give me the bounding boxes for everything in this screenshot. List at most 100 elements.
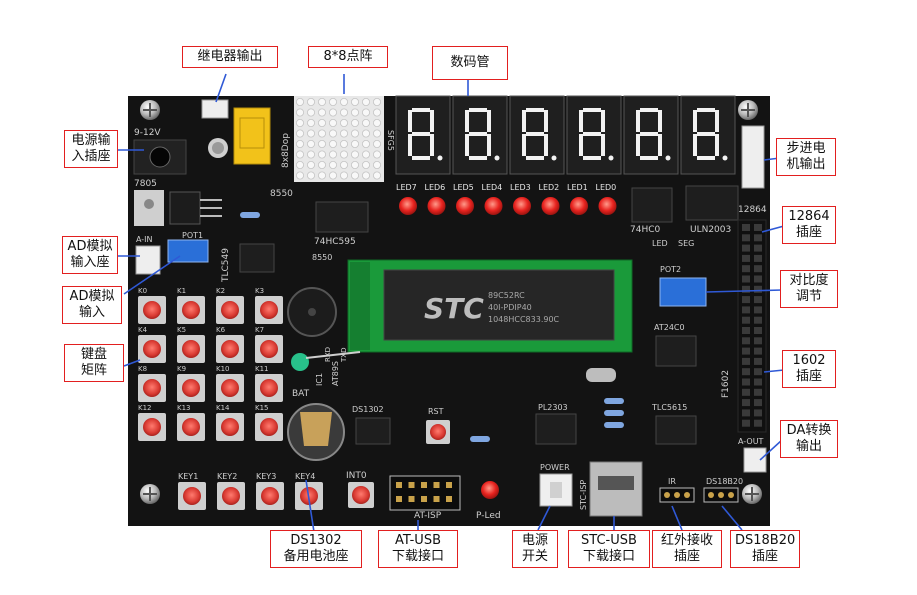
- capacitor-top: [208, 138, 228, 158]
- chip-tlc549: [239, 243, 275, 273]
- dot-matrix-dot: [317, 171, 326, 180]
- dot-matrix-dot: [306, 139, 315, 148]
- dot-matrix-dot: [361, 160, 370, 169]
- regulator-7805: [134, 190, 222, 226]
- dot-matrix-dot: [339, 160, 348, 169]
- silk-pot1: POT1: [182, 231, 203, 240]
- at-isp-header: [389, 475, 461, 511]
- dot-matrix-dot: [372, 160, 381, 169]
- led: [456, 197, 474, 215]
- silk-ir: IR: [668, 477, 676, 486]
- dot-matrix-dot: [328, 119, 337, 128]
- dot-matrix-dot: [350, 129, 359, 138]
- silk-pot2: POT2: [660, 265, 681, 274]
- power-jack: [133, 139, 187, 175]
- dot-matrix-dot: [317, 108, 326, 117]
- silk-8550: 8550: [270, 189, 293, 199]
- keypad-key-label: K6: [216, 326, 226, 334]
- mcu-brand: STC: [424, 292, 484, 325]
- function-key-label: KEY2: [217, 472, 237, 481]
- keypad-key: K8: [138, 365, 166, 402]
- led: [513, 197, 531, 215]
- silk-ds1302: DS1302: [352, 405, 384, 414]
- dot-matrix-dot: [306, 129, 315, 138]
- chip-at24c0: [655, 335, 697, 367]
- led-label: LED7: [396, 183, 417, 192]
- keypad-key-label: K14: [216, 404, 230, 412]
- silk-aout: A-OUT: [738, 437, 764, 446]
- function-key-label: KEY3: [256, 472, 276, 481]
- dot-matrix-dot: [306, 150, 315, 159]
- callout-power-in: 电源输 入插座: [64, 130, 118, 168]
- dot-matrix-dot: [339, 108, 348, 117]
- keypad-key-label: K4: [138, 326, 148, 334]
- keypad-key-label: K13: [177, 404, 191, 412]
- callout-12864: 12864 插座: [782, 206, 836, 244]
- chip-tlc5615: [655, 415, 697, 445]
- dot-matrix-dot: [295, 171, 304, 180]
- dot-matrix-dot: [372, 119, 381, 128]
- keypad-key-label: K11: [255, 365, 269, 373]
- silk-7805: 7805: [134, 179, 157, 189]
- mcu-chip: [383, 269, 615, 341]
- keypad-key: K9: [177, 365, 205, 402]
- silk-bat: BAT: [292, 389, 310, 399]
- dot-matrix-dot: [306, 160, 315, 169]
- seven-seg-digit: [395, 95, 451, 175]
- silk-rxd: RXD: [324, 347, 332, 362]
- dot-matrix-dot: [317, 139, 326, 148]
- keypad-key-label: K0: [138, 287, 147, 295]
- led-label: LED2: [539, 183, 560, 192]
- dot-matrix-body: [294, 96, 384, 182]
- silk-rst: RST: [428, 407, 444, 416]
- dot-matrix-dot: [328, 160, 337, 169]
- ain-connector: [135, 245, 161, 275]
- ds18b20-socket: [703, 487, 739, 503]
- callout-contrast: 对比度 调节: [780, 270, 838, 308]
- pot1-trimmer: [167, 239, 209, 263]
- function-key: KEY1: [178, 472, 206, 510]
- led-label: LED3: [510, 183, 531, 192]
- dot-matrix-dot: [361, 98, 370, 107]
- callout-ds18b20: DS18B20 插座: [730, 530, 800, 568]
- silk-8x8dop: 8x8Dop: [281, 133, 291, 168]
- led-label: LED1: [567, 183, 588, 192]
- silk-int0: INT0: [346, 471, 367, 481]
- seven-seg-digit: [680, 95, 736, 175]
- dot-matrix-dot: [295, 139, 304, 148]
- silk-power: POWER: [540, 463, 570, 472]
- dot-matrix-dot: [361, 129, 370, 138]
- dot-matrix-dot: [339, 98, 348, 107]
- dot-matrix-dot: [328, 139, 337, 148]
- silk-f1602: F1602: [721, 370, 731, 398]
- silk-txd: TXD: [340, 348, 348, 363]
- dot-matrix-dot: [350, 108, 359, 117]
- silk-at-isp: AT-ISP: [414, 511, 442, 521]
- callout-ir: 红外接收 插座: [652, 530, 722, 568]
- keypad-key: K12: [138, 404, 166, 441]
- silk-seg: SEG: [678, 239, 694, 248]
- aout-connector: [743, 447, 767, 473]
- silk-ds18b20: DS18B20: [706, 477, 743, 486]
- function-key: KEY3: [256, 472, 284, 510]
- keypad-key-label: K12: [138, 404, 152, 412]
- keypad-key: K11: [255, 365, 283, 402]
- callout-dot-matrix: 8*8点阵: [308, 46, 388, 68]
- dot-matrix-dot: [317, 98, 326, 107]
- led-label: LED6: [425, 183, 446, 192]
- dot-matrix-dot: [317, 150, 326, 159]
- dot-matrix-dot: [339, 119, 348, 128]
- dot-matrix-dot: [372, 98, 381, 107]
- callout-ad-in-seat: AD模拟 输入座: [62, 236, 118, 274]
- crystal: [586, 368, 616, 382]
- keypad-key: K14: [216, 404, 244, 441]
- function-key-label: KEY4: [295, 472, 315, 481]
- chip-74hc0: [631, 187, 673, 223]
- dot-matrix-dot: [328, 108, 337, 117]
- dot-matrix-dot: [295, 119, 304, 128]
- silk-uln2003: ULN2003: [690, 225, 731, 235]
- callout-ds1302: DS1302 备用电池座: [270, 530, 362, 568]
